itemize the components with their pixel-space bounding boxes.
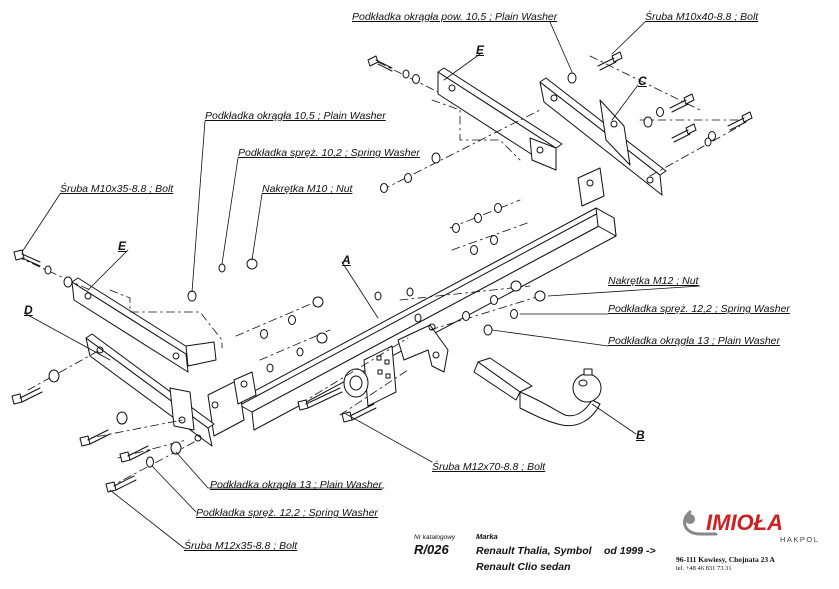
bolt-m10x40-b [669, 93, 695, 113]
bracket-e-left [71, 277, 217, 373]
center-mount-plate [343, 323, 449, 407]
part-letter-e-top: E [476, 43, 485, 57]
label-bolt-m12x70: Śruba M12x70-8.8 ; Bolt [432, 461, 546, 473]
label-washer-round-13-right: Podkładka okrągła 13 ; Plain Washer [608, 335, 780, 347]
bolt-m12x35-c [119, 445, 151, 463]
label-bolt-m10x40: Śruba M10x40-8.8 ; Bolt [645, 11, 759, 23]
crossbar-right-bracket [577, 167, 605, 207]
part-letter-b: B [636, 428, 645, 442]
catalog-number-label: Nr katalogowy [414, 534, 456, 541]
brand-label: Marka [476, 532, 498, 541]
catalog-number: R/026 [414, 542, 449, 557]
label-bolt-m12x35: Śruba M12x35-8.8 ; Bolt [184, 540, 298, 552]
company-address: 96-111 Kowiesy, Chojnata 23 A [676, 555, 775, 564]
part-letter-e-left: E [118, 239, 127, 253]
label-washer-round-10-5: Podkładka okrągła 10,5 ; Plain Washer [205, 110, 386, 122]
bolt-m10x35-left [13, 249, 41, 267]
bolt-m12x35-a [11, 387, 43, 405]
label-washer-spring-12-2-bottom: Podkładka spręż. 12,2 ; Spring Washer [196, 507, 378, 519]
company-logo-sub: HAKPOL [780, 535, 820, 544]
tow-ball-arm-b [473, 357, 602, 427]
part-letter-c: C [638, 74, 647, 88]
model-year: od 1999 -> [604, 545, 656, 557]
company-logo-text: IMIOŁA [706, 510, 783, 535]
company-phone: tel. +48 46 831 73 31 [676, 565, 732, 572]
bolt-m10x40-c [727, 111, 753, 131]
label-nut-m12: Nakrętka M12 ; Nut [608, 275, 699, 287]
bolt-m12x35-b [79, 429, 111, 447]
side-bracket-c [539, 77, 667, 196]
label-washer-spring-12-2-right: Podkładka spręż. 12,2 ; Spring Washer [608, 303, 790, 315]
bolt-m10x40-top [367, 55, 393, 72]
label-nut-m10: Nakrętka M10 ; Nut [262, 183, 353, 195]
label-washer-spring-10-2: Podkładka spręż. 10,2 ; Spring Washer [238, 147, 420, 159]
label-washer-round-13-bottom: Podkładka okrągła 13 ; Plain Washer [210, 479, 382, 491]
model-line-1: Renault Thalia, Symbol [476, 545, 592, 557]
label-washer-round-10-5-top: Podkładka okrągła pow. 10,5 ; Plain Wash… [352, 11, 558, 23]
logo-swoosh [683, 510, 718, 536]
bolt-m12x35-d [105, 475, 137, 493]
leader-lines [21, 21, 701, 549]
crossbar-left-bracket [207, 371, 257, 437]
part-letter-d: D [24, 303, 33, 317]
label-bolt-m10x35: Śruba M10x35-8.8 ; Bolt [60, 183, 174, 195]
bolt-m12x70-b [341, 403, 377, 423]
bracket-e-top [437, 67, 563, 171]
bolt-m10x40-a [597, 51, 623, 71]
model-line-2: Renault Clio sedan [476, 561, 571, 573]
bolt-m10x40-d [671, 123, 697, 143]
part-letter-a: A [342, 253, 351, 267]
crossbar-a [233, 207, 617, 431]
bolt-m12x70-a [297, 387, 343, 411]
side-bracket-d [85, 333, 215, 447]
